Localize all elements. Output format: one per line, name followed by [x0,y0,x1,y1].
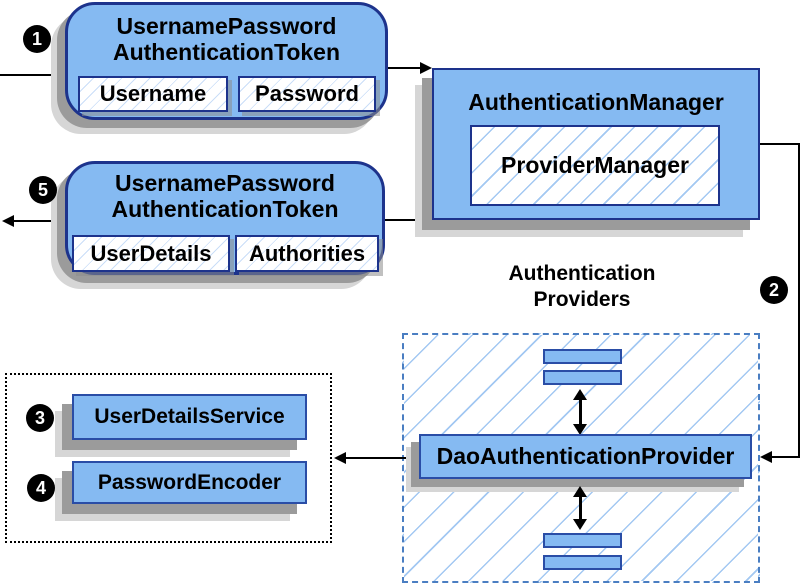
request-token-title: UsernamePassword AuthenticationToken [68,13,385,65]
step-marker-2: 2 [760,276,788,304]
request-token-node: UsernamePassword AuthenticationToken Use… [65,2,388,120]
response-token-node: UsernamePassword AuthenticationToken Use… [65,161,385,275]
double-arrow-down-icon [573,519,587,530]
user-details-service-node: UserDetailsService [72,394,307,440]
provider-slot-bar [543,349,622,364]
connector-manager-down-top [760,143,800,145]
double-arrow-line [578,495,582,521]
response-token-title-line1: UsernamePassword [115,170,335,196]
arrowhead-response-out-icon [2,214,14,227]
password-encoder-node: PasswordEncoder [72,461,307,504]
connector-provider-to-collaborators [346,457,419,459]
response-token-title-line2: AuthenticationToken [111,196,339,222]
arrowhead-into-manager-icon [420,61,432,74]
double-arrow-up-icon [573,486,587,497]
username-field-box: Username [78,76,228,112]
response-token-title: UsernamePassword AuthenticationToken [68,170,382,222]
dao-authentication-provider-node: DaoAuthenticationProvider [419,434,752,479]
request-token-title-line2: AuthenticationToken [112,39,340,65]
authorities-field-box: Authorities [235,235,379,272]
authentication-manager-title: AuthenticationManager [468,89,724,115]
password-field-box: Password [238,76,376,112]
connector-request-in [0,74,66,76]
connector-manager-down-vertical [798,143,800,458]
connector-manager-to-token [385,219,433,221]
arrowhead-into-collaborators-icon [334,451,346,464]
step-marker-4: 4 [27,474,55,502]
connector-into-provider [772,456,800,458]
double-arrow-up-icon [573,389,587,400]
userdetails-field-box: UserDetails [72,235,230,272]
authentication-providers-label-line2: Providers [533,288,631,311]
provider-slot-bar [543,533,622,548]
step-marker-5: 5 [29,176,57,204]
authentication-manager-node: AuthenticationManager ProviderManager [432,68,760,220]
provider-slot-bar [543,370,622,385]
connector-response-out [10,220,66,222]
double-arrow-line [578,398,582,426]
provider-slot-bar [543,555,622,570]
provider-manager-box: ProviderManager [470,125,720,206]
authentication-providers-label-line1: Authentication [508,262,656,285]
request-token-title-line1: UsernamePassword [116,13,337,39]
step-marker-1: 1 [23,25,51,53]
step-marker-3: 3 [26,404,54,432]
authentication-providers-label: Authentication Providers [482,261,682,313]
double-arrow-down-icon [573,424,587,435]
arrowhead-into-provider-icon [760,450,772,463]
connector-token-to-manager [386,67,422,69]
